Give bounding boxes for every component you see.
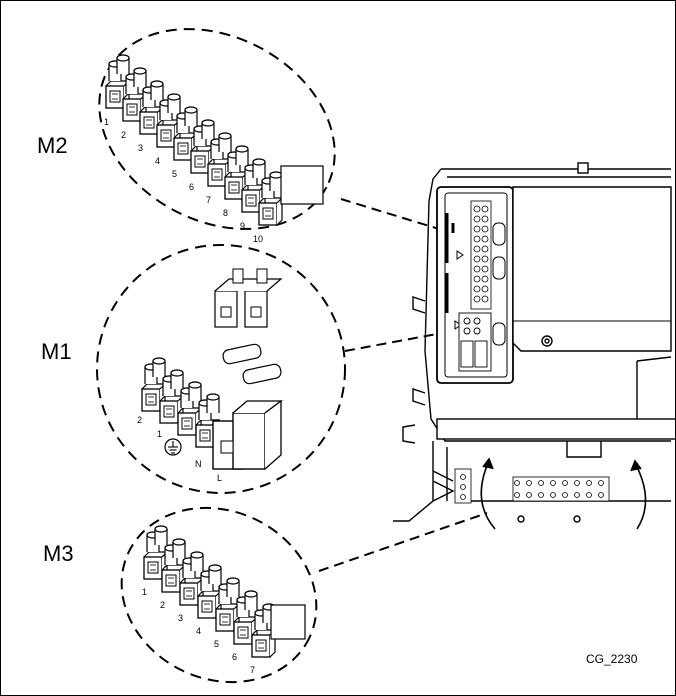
m2-terminal-label-8: 8 bbox=[223, 208, 228, 218]
control-box-housing bbox=[402, 162, 675, 444]
m2-callout-ellipse bbox=[98, 28, 336, 230]
m1-terminal-label-1: 1 bbox=[157, 429, 162, 439]
m1-terminal-label-2: 2 bbox=[137, 415, 142, 425]
m3-terminal-label-7: 7 bbox=[250, 665, 255, 675]
m2-terminal-label-10: 10 bbox=[253, 234, 263, 244]
m3-terminal-block: 1 2 3 4 5 6 7 bbox=[142, 525, 306, 675]
m2-group: 1 2 3 4 5 6 7 8 9 10 M2 bbox=[37, 28, 440, 244]
m3-group: 1 2 3 4 5 6 7 M3 bbox=[43, 506, 488, 684]
m2-terminal-block: 1 2 3 4 5 6 7 8 9 10 bbox=[104, 54, 324, 244]
m3-leader-line bbox=[318, 512, 488, 572]
reference-code: CG_2230 bbox=[586, 652, 638, 666]
m1-terminal-label-n: N bbox=[195, 459, 202, 469]
m2-leader-line bbox=[340, 198, 440, 230]
m2-label: M2 bbox=[37, 133, 68, 158]
m1-group: 2 1 N L M1 bbox=[41, 244, 454, 494]
m1-terminal-block: 2 1 N L bbox=[137, 357, 283, 483]
m2-terminal-label-9: 9 bbox=[240, 221, 245, 231]
m2-terminal-label-4: 4 bbox=[155, 156, 160, 166]
m2-terminal-label-5: 5 bbox=[172, 169, 177, 179]
m1-terminal-label-l: L bbox=[217, 473, 222, 483]
m1-strip-on-box bbox=[458, 312, 492, 372]
m3-terminal-label-3: 3 bbox=[178, 613, 183, 623]
m3-terminal-label-2: 2 bbox=[160, 600, 165, 610]
m3-terminal-label-6: 6 bbox=[232, 652, 237, 662]
m2-terminal-label-1: 1 bbox=[104, 117, 109, 127]
m2-terminal-label-3: 3 bbox=[138, 143, 143, 153]
m1-fuses bbox=[222, 343, 282, 385]
m2-terminal-label-6: 6 bbox=[189, 182, 194, 192]
m3-label: M3 bbox=[43, 541, 74, 566]
m3-strip-on-box bbox=[454, 468, 610, 504]
m2-terminal-label-7: 7 bbox=[206, 195, 211, 205]
m1-leader-line bbox=[344, 330, 454, 352]
m2-strip-on-box bbox=[470, 200, 492, 310]
terminal-mounting-plate bbox=[436, 186, 514, 384]
m3-terminal-label-4: 4 bbox=[196, 626, 201, 636]
cable-entry-arrows bbox=[480, 457, 647, 530]
m1-fuse-holder bbox=[214, 268, 283, 328]
m3-terminal-label-5: 5 bbox=[214, 639, 219, 649]
m2-terminal-label-2: 2 bbox=[121, 130, 126, 140]
m1-callout-ellipse bbox=[96, 244, 346, 494]
ground-symbol-icon bbox=[164, 438, 182, 456]
m1-label: M1 bbox=[41, 339, 72, 364]
m3-terminal-label-1: 1 bbox=[142, 587, 147, 597]
m3-callout-ellipse bbox=[120, 506, 318, 684]
transformer-unit bbox=[512, 186, 672, 352]
